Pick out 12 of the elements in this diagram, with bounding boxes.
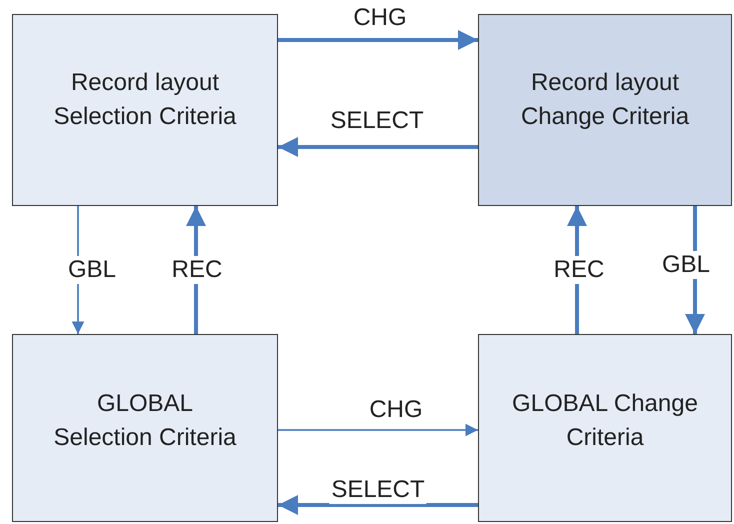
arrow [278,424,478,436]
box-label: GLOBAL Change Criteria [511,388,699,452]
process-box [12,14,278,206]
box-label: Record layout Selection Criteria [52,68,238,132]
process-box [478,14,732,206]
arrow [278,30,478,50]
process-box [478,334,732,522]
arrow [278,137,478,157]
box-label: Record layout Change Criteria [520,68,690,132]
arrow [278,495,478,515]
process-box [12,334,278,522]
box-label: GLOBAL Selection Criteria [52,388,238,452]
